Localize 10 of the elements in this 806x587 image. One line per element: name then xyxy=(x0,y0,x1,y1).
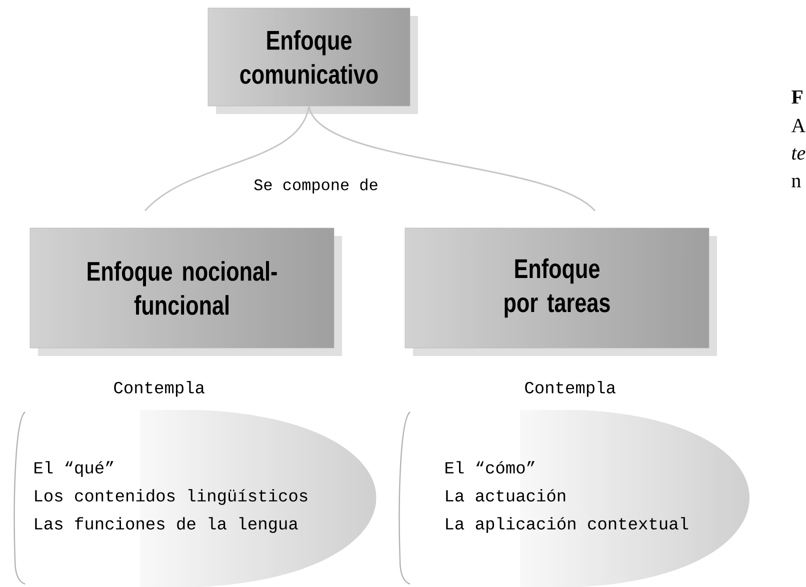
caption-text: te xyxy=(792,148,806,160)
caption-text: A xyxy=(791,118,806,132)
concept-box: Enfoque comunicativo xyxy=(208,8,418,114)
concept-box: Enfoque nocional-funcional xyxy=(30,228,342,356)
connector-arc xyxy=(308,106,596,212)
edge-label: Se compone de xyxy=(252,176,380,196)
connector-arc xyxy=(144,106,310,212)
concept-box: Enfoque por tareas xyxy=(404,228,717,356)
caption-text: n xyxy=(792,178,801,188)
caption-text: F xyxy=(792,90,802,104)
